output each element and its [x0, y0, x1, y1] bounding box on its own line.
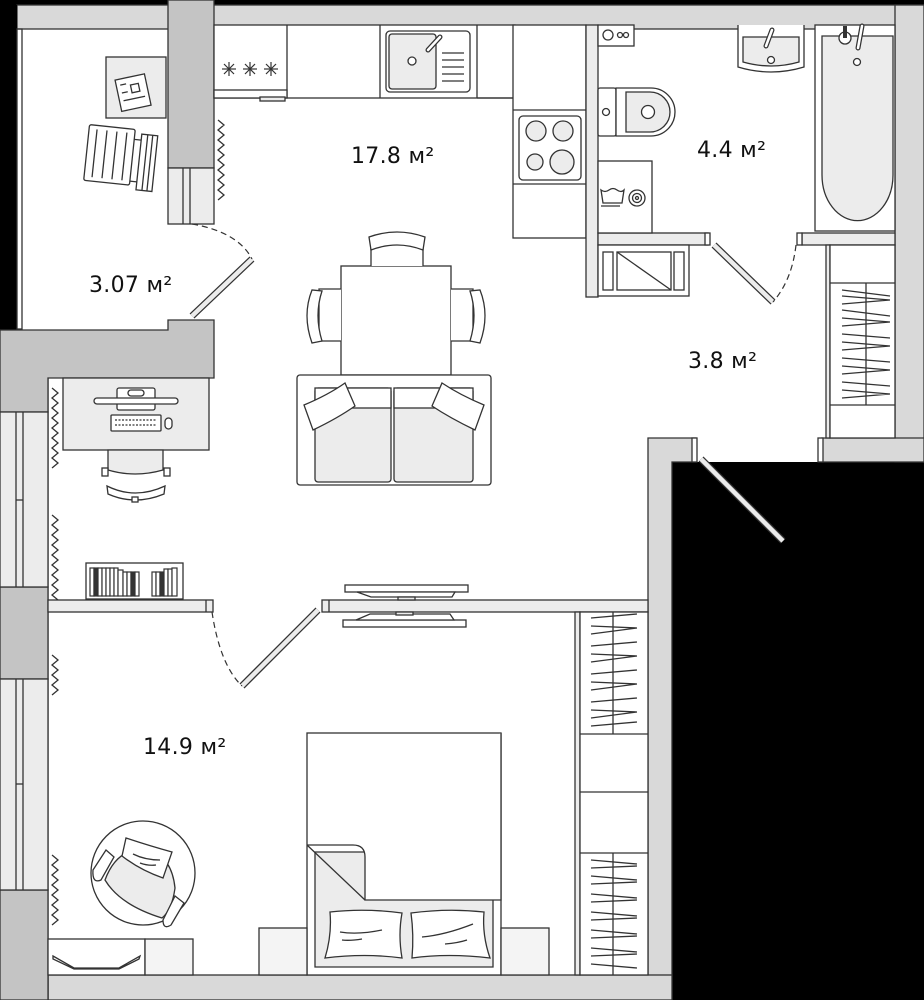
nightstand-left — [258, 927, 308, 976]
boiler — [597, 24, 635, 47]
apartment-floor — [0, 5, 924, 1000]
stove — [518, 115, 582, 181]
toilet — [597, 87, 676, 137]
radiator-living-1 — [50, 387, 60, 469]
wall-balcony-inner — [16, 28, 23, 330]
bookshelf — [85, 562, 184, 600]
wall-right-top — [894, 4, 924, 463]
window-left-lower — [0, 678, 49, 891]
bathroom-wall-bottom-left — [597, 232, 709, 246]
radiator-kitchen — [216, 119, 226, 201]
bathroom-wall-left — [585, 24, 599, 298]
desk — [62, 377, 210, 451]
room-area-balcony: 3.07 м² — [89, 273, 173, 298]
washbasin — [737, 25, 805, 73]
dining-chair-left — [306, 288, 341, 344]
hallway-cabinet — [597, 244, 690, 297]
nightstand-bedroom-corner — [144, 938, 194, 976]
room-area-bedroom: 14.9 м² — [143, 735, 227, 760]
bed — [306, 732, 502, 976]
armchair — [90, 820, 196, 928]
window-left-upper — [0, 411, 49, 588]
column-kitchen — [167, 0, 215, 169]
room-area-bathroom: 4.4 м² — [697, 138, 767, 163]
partition-living-bedroom-left — [47, 599, 214, 613]
dining-set — [306, 231, 486, 376]
dining-chair-right — [451, 288, 486, 344]
bathroom-wall-bottom-right — [801, 232, 896, 246]
tv-bedroom — [342, 611, 467, 628]
wardrobe-bedroom — [574, 611, 649, 976]
column-mid-left — [0, 586, 49, 680]
partition-living-bedroom-right — [321, 599, 649, 613]
room-area-hallway: 3.8 м² — [688, 349, 758, 374]
hob-burners — [222, 62, 278, 76]
radiator-bedroom-2 — [50, 854, 60, 926]
room-area-kitchen-living: 17.8 м² — [351, 144, 435, 169]
bathtub — [814, 23, 896, 232]
side-table-newspaper — [105, 56, 167, 119]
tv-living — [344, 584, 469, 601]
dining-chair-top — [368, 231, 426, 266]
office-chair — [101, 449, 171, 503]
wall-balcony-left — [0, 5, 17, 330]
lounge-chair — [83, 124, 159, 193]
radiator-living-2 — [50, 514, 60, 606]
column-bottom-left — [0, 889, 49, 1000]
nightstand-right — [500, 927, 550, 976]
wall-bottom — [47, 974, 673, 1000]
wardrobe-hallway — [825, 244, 896, 439]
radiator-bedroom-1 — [50, 654, 60, 696]
wall-right-corner — [821, 437, 924, 463]
sofa — [296, 374, 492, 486]
jamb-kitchen — [167, 167, 215, 225]
washing-machine — [597, 160, 653, 234]
kitchen-sink — [385, 30, 471, 93]
